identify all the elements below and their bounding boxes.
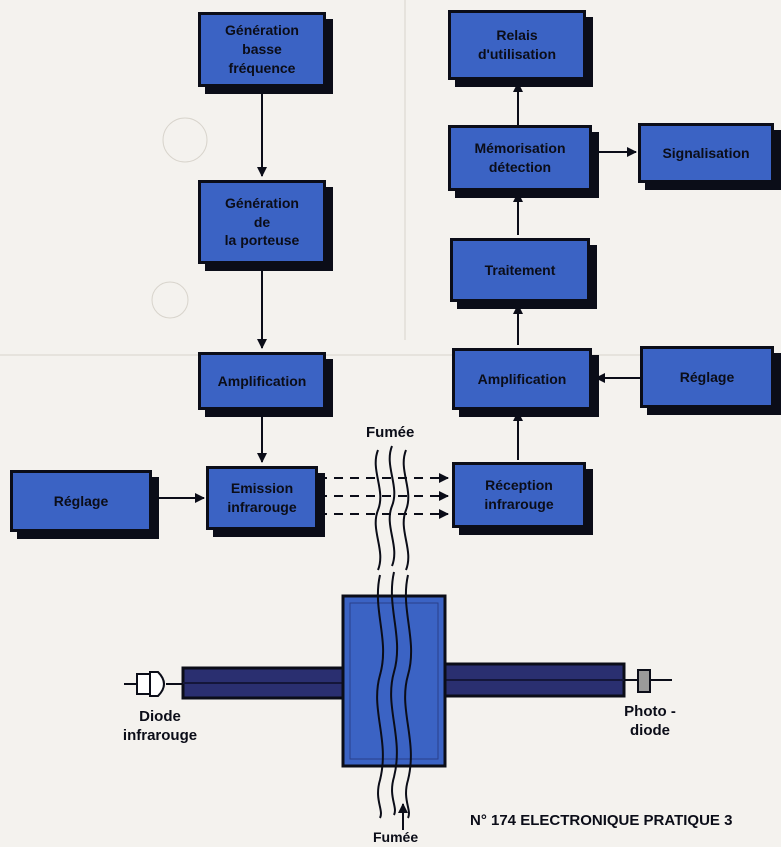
block-generation-porteuse: Génération de la porteuse	[198, 180, 326, 264]
photodiode-symbol	[624, 669, 672, 693]
label-diode-infrarouge: Diode infrarouge	[122, 708, 198, 744]
receiver-connectors	[513, 82, 640, 460]
block-emission-infrarouge: Emission infrarouge	[206, 466, 318, 530]
sensor-illustration	[124, 571, 672, 830]
block-reglage-emetteur: Réglage	[10, 470, 152, 532]
block-signalisation: Signalisation	[638, 123, 774, 183]
label-fumee-bas: Fumée	[373, 829, 419, 845]
infrared-beam	[318, 473, 449, 519]
page-footer: N° 174 ELECTRONIQUE PRATIQUE 3	[470, 812, 733, 829]
smoke-waves-top	[374, 445, 410, 571]
smoke-waves-chamber	[376, 571, 413, 819]
block-memorisation-detection: Mémorisation détection	[448, 125, 592, 191]
block-amplification-recepteur: Amplification	[452, 348, 592, 410]
smoke-chamber	[341, 594, 447, 768]
block-amplification-emetteur: Amplification	[198, 352, 326, 410]
block-reglage-recepteur: Réglage	[640, 346, 774, 408]
block-relais-utilisation: Relais d'utilisation	[448, 10, 586, 80]
block-traitement: Traitement	[450, 238, 590, 302]
block-reception-infrarouge: Réception infrarouge	[452, 462, 586, 528]
transmitter-connectors	[152, 88, 267, 503]
label-fumee-haut: Fumée	[366, 424, 415, 441]
block-generation-basse-frequence: Génération basse fréquence	[198, 12, 326, 87]
label-photodiode: Photo - diode	[624, 703, 676, 739]
diode-symbol	[124, 671, 183, 697]
